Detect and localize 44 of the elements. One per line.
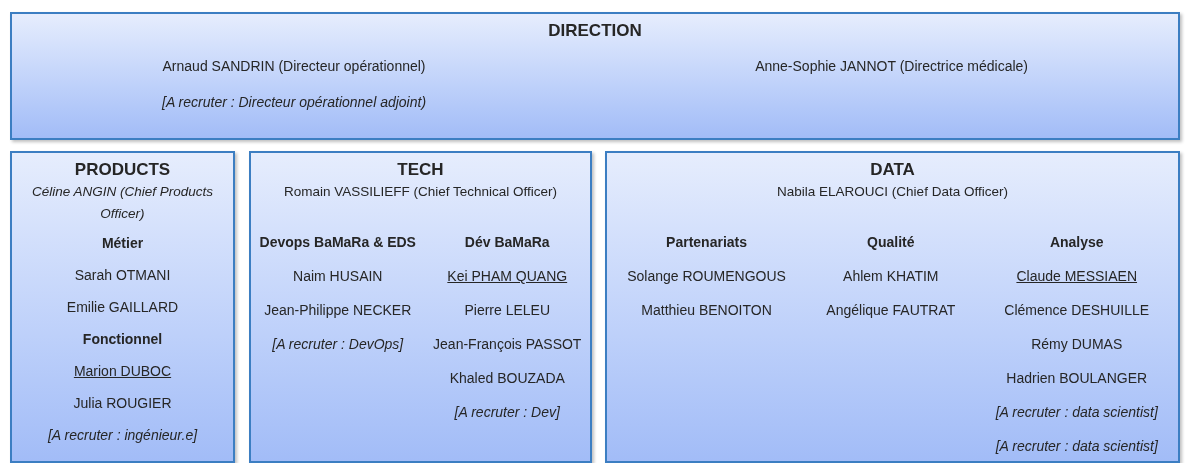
vacancy-text: [A recruter : Directeur opérationnel adjoint)	[162, 93, 427, 112]
person-name: Anne-Sophie JANNOT (Directrice médicale)	[755, 57, 1028, 76]
department-heading: TECH	[396, 159, 445, 181]
vacancy-text: [A recruter : data scientist]	[995, 403, 1158, 422]
person-name: Naim HUSAIN	[292, 267, 384, 286]
person-name: Rémy DUMAS	[1030, 335, 1124, 354]
department-box	[10, 151, 235, 463]
person-name: Hadrien BOULANGER	[1005, 369, 1149, 388]
person-name: Ahlem KHATIM	[842, 267, 940, 286]
department-box	[605, 151, 1180, 463]
department-box	[249, 151, 592, 463]
person-name: Romain VASSILIEFF (Chief Technical Officer)	[282, 183, 559, 201]
vacancy-text: Céline ANGIN (Chief Products Officer)	[30, 183, 215, 223]
person-name: Claude MESSIAEN	[1015, 267, 1139, 286]
person-name: Pierre LELEU	[463, 301, 552, 320]
team-heading: Qualité	[866, 233, 916, 252]
vacancy-text: [A recruter : data scientist]	[995, 437, 1158, 456]
team-heading: Partenariats	[665, 233, 749, 252]
vacancy-text: [A recruter : DevOps]	[271, 335, 405, 354]
team-heading: Devops BaMaRa & EDS	[259, 233, 416, 252]
person-name: Clémence DESHUILLE	[1003, 301, 1151, 320]
person-name: Nabila ELAROUCI (Chief Data Officer)	[776, 183, 1009, 201]
team-heading: Métier	[100, 234, 145, 253]
person-name: Sarah OTMANI	[73, 266, 172, 285]
person-name: Kei PHAM QUANG	[446, 267, 569, 286]
team-heading: Analyse	[1048, 233, 1105, 252]
person-name: Marion DUBOC	[72, 362, 173, 381]
team-heading: Dév BaMaRa	[463, 233, 551, 252]
department-heading: DATA	[869, 159, 916, 181]
person-name: Solange ROUMENGOUS	[627, 267, 786, 286]
department-heading: PRODUCTS	[73, 159, 172, 181]
person-name: Jean-Philippe NECKER	[263, 301, 413, 320]
department-heading: DIRECTION	[547, 20, 643, 42]
person-name: Angélique FAUTRAT	[826, 301, 956, 320]
team-heading: Fonctionnel	[81, 330, 164, 349]
person-name: Arnaud SANDRIN (Directeur opérationnel)	[162, 57, 427, 76]
vacancy-text: [A recruter : Dev]	[453, 403, 561, 422]
person-name: Jean-François PASSOT	[433, 335, 582, 354]
person-name: Khaled BOUZADA	[448, 369, 566, 388]
department-box	[10, 12, 1180, 140]
person-name: Matthieu BENOITON	[640, 301, 773, 320]
vacancy-text: [A recruter : ingénieur.e]	[47, 426, 198, 445]
person-name: Julia ROUGIER	[72, 394, 173, 413]
person-name: Emilie GAILLARD	[65, 298, 180, 317]
